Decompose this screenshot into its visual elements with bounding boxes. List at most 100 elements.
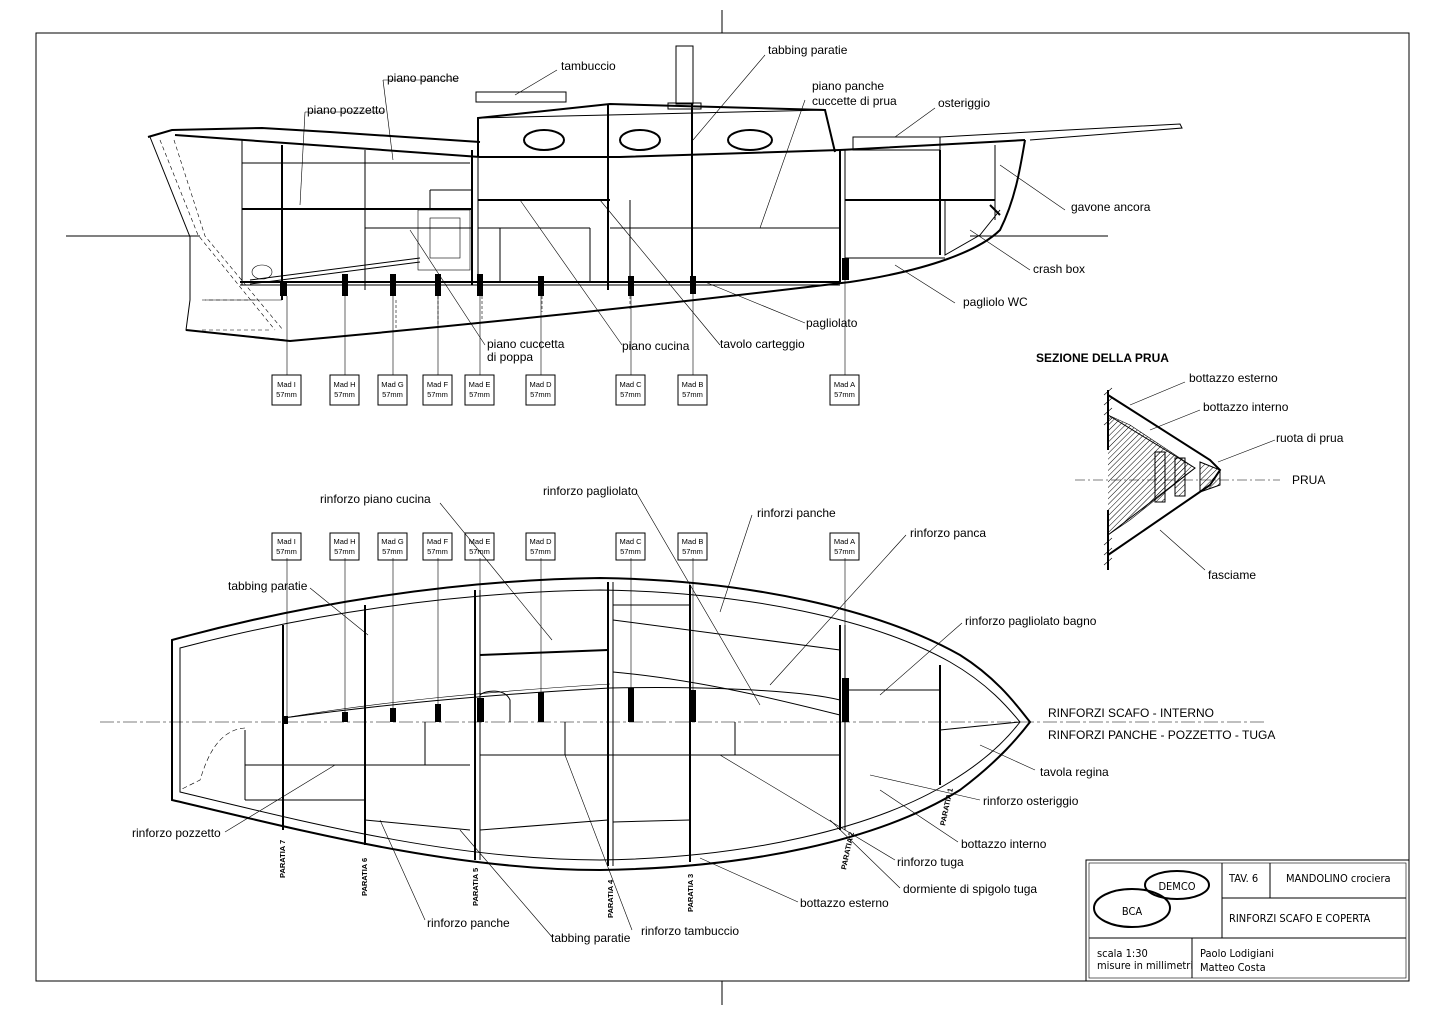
side-frame-name: Mad A [834,380,855,389]
label-rinforzi-scafo-interno: RINFORZI SCAFO - INTERNO [1048,706,1214,720]
author-1: Paolo Lodigiani [1200,947,1274,960]
side-frame-size: 57mm [334,390,355,399]
bulkhead-label: PARATIA 1 [938,787,955,826]
side-frame-name: Mad D [529,380,552,389]
plan-frame-name: Mad I [277,537,296,546]
label-di-poppa: di poppa [487,350,533,364]
label-pagliolo-wc: pagliolo WC [963,295,1028,309]
bulkhead-label: PARATIA 5 [471,868,480,906]
side-frame-boxes: Mad I 57mm Mad H 57mm Mad G 57mm Mad F 5… [271,374,860,406]
side-frame-name: Mad B [682,380,704,389]
side-frame-size: 57mm [530,390,551,399]
label-piano-panche-prua: piano panche [812,79,884,93]
label-tambuccio: tambuccio [561,59,616,73]
label-rinforzo-panche: rinforzo panche [427,916,510,930]
bulkhead-label: PARATIA 3 [686,874,695,912]
label-tavolo-carteggio: tavolo carteggio [720,337,805,351]
label-piano-pozzetto: piano pozzetto [307,103,385,117]
plan-frame-size: 57mm [334,547,355,556]
label-tabbing-paratie-plan: tabbing paratie [228,579,308,593]
bca-logo-shape [1093,888,1171,928]
side-frame-name: Mad C [619,380,642,389]
plan-frame-name: Mad G [381,537,404,546]
demco-logo-shape [1144,870,1210,900]
bulkhead-label: PARATIA 6 [360,858,369,896]
plan-frame-size: 57mm [427,547,448,556]
label-rinforzo-panca: rinforzo panca [910,526,986,540]
drawing-scale: scala 1:30 [1097,947,1148,960]
label-rinforzo-pozzetto: rinforzo pozzetto [132,826,221,840]
label-rinforzo-osteriggio: rinforzo osteriggio [983,794,1079,808]
plan-frame-size: 57mm [382,547,403,556]
side-frame-name: Mad F [427,380,449,389]
label-bottazzo-interno-plan: bottazzo interno [961,837,1047,851]
side-frame-size: 57mm [469,390,490,399]
label-bottazzo-interno-section: bottazzo interno [1203,400,1289,414]
drawing-units: misure in millimetri [1097,959,1193,972]
label-dormiente: dormiente di spigolo tuga [903,882,1037,896]
label-fasciame: fasciame [1208,568,1256,582]
label-tabbing-paratie-plan-2: tabbing paratie [551,931,631,945]
plan-frame-size: 57mm [469,547,490,556]
side-frame-size: 57mm [276,390,297,399]
drawing-title: RINFORZI SCAFO E COPERTA [1229,912,1371,925]
logo-bca: BCA [1122,905,1143,918]
plan-frame-name: Mad H [333,537,355,546]
side-frame-name: Mad E [469,380,491,389]
plan-frame-size: 57mm [276,547,297,556]
bow-section-title: SEZIONE DELLA PRUA [1036,351,1169,365]
side-view [66,45,1183,375]
project-name: MANDOLINO crociera [1286,872,1391,885]
side-frame-size: 57mm [620,390,641,399]
label-piano-panche: piano panche [387,71,459,85]
plan-frame-size: 57mm [620,547,641,556]
label-tavola-regina: tavola regina [1040,765,1109,779]
label-ruota-di-prua: ruota di prua [1276,431,1344,445]
plan-frame-name: Mad D [529,537,552,546]
plan-frame-name: Mad F [427,537,449,546]
label-tabbing-paratie-side: tabbing paratie [768,43,848,57]
sheet-number: TAV. 6 [1228,872,1258,885]
label-piano-cucina: piano cucina [622,339,690,353]
label-pagliolato: pagliolato [806,316,858,330]
label-rinforzo-pagliolato-bagno: rinforzo pagliolato bagno [965,614,1097,628]
label-rinforzo-tambuccio: rinforzo tambuccio [641,924,739,938]
label-prua: PRUA [1292,473,1325,487]
plan-frame-name: Mad B [682,537,704,546]
bulkhead-label: PARATIA 2 [839,831,856,870]
label-rinforzo-pagliolato: rinforzo pagliolato [543,484,638,498]
side-frame-name: Mad I [277,380,296,389]
title-block [1085,859,1410,982]
bow-section-drawing [1075,381,1280,571]
plan-frame-name: Mad E [469,537,491,546]
plan-frame-boxes: Mad I 57mm Mad H 57mm Mad G 57mm Mad F 5… [271,532,860,561]
label-cuccette-di-prua: cuccette di prua [812,94,897,108]
label-rinforzi-panche: rinforzi panche [757,506,836,520]
label-bottazzo-esterno-plan: bottazzo esterno [800,896,889,910]
author-2: Matteo Costa [1200,961,1266,974]
label-rinforzi-panche-pozzetto-tuga: RINFORZI PANCHE - POZZETTO - TUGA [1048,728,1275,742]
bulkhead-label: PARATIA 4 [606,879,615,918]
side-frame-size: 57mm [382,390,403,399]
logo-demco: DEMCO [1158,880,1195,893]
side-frame-name: Mad H [333,380,355,389]
label-osteriggio: osteriggio [938,96,990,110]
side-frame-size: 57mm [682,390,703,399]
plan-frame-size: 57mm [682,547,703,556]
side-frame-size: 57mm [427,390,448,399]
bulkhead-label: PARATIA 7 [278,840,287,878]
side-frame-size: 57mm [834,390,855,399]
label-rinforzo-tuga: rinforzo tuga [897,855,964,869]
label-rinforzo-piano-cucina: rinforzo piano cucina [320,492,431,506]
plan-frame-name: Mad A [834,537,855,546]
side-frame-name: Mad G [381,380,404,389]
plan-frame-size: 57mm [834,547,855,556]
plan-frame-size: 57mm [530,547,551,556]
label-gavone-ancora: gavone ancora [1071,200,1151,214]
plan-view [100,491,1265,938]
label-bottazzo-esterno-section: bottazzo esterno [1189,371,1278,385]
label-crash-box: crash box [1033,262,1085,276]
plan-frame-name: Mad C [619,537,642,546]
label-piano-cuccetta: piano cuccetta [487,337,565,351]
